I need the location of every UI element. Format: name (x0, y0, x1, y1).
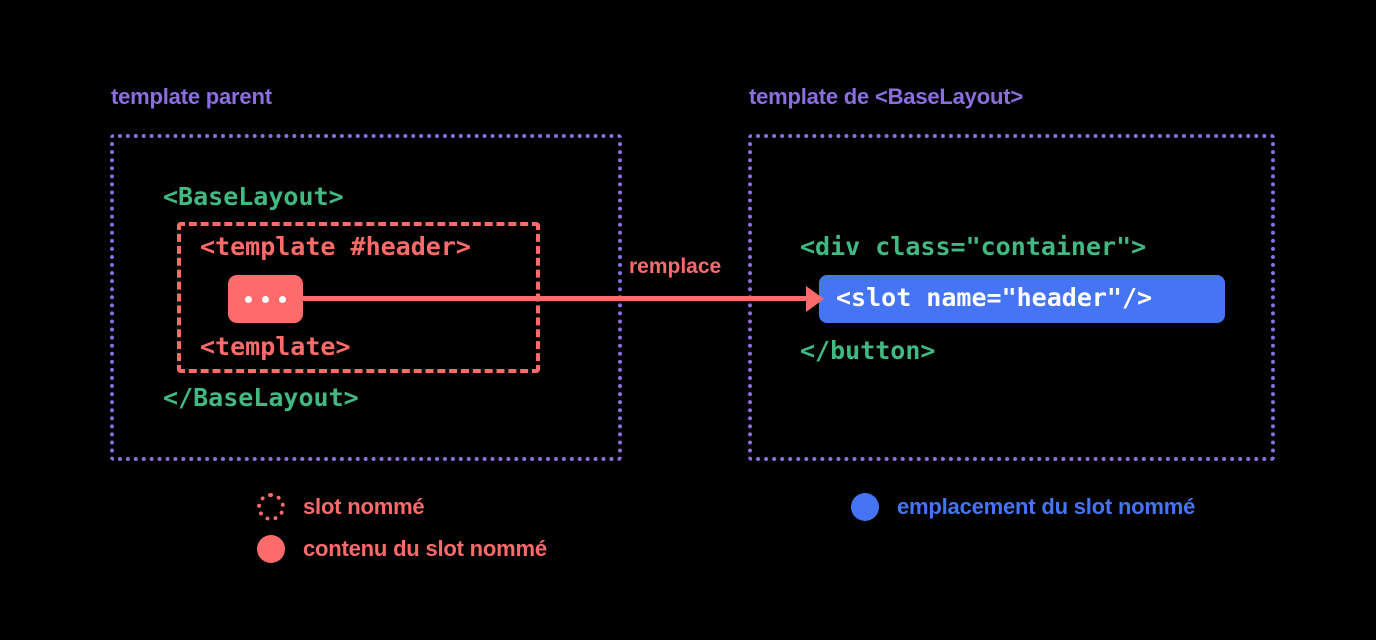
legend-item-named-slot-content: contenu du slot nommé (257, 535, 547, 563)
legend-label-slot-placement: emplacement du slot nommé (897, 494, 1196, 519)
legend-label-named-slot: slot nommé (303, 494, 425, 519)
code-div-container-tag: <div class="container"> (800, 232, 1147, 261)
ellipsis-dot-2 (262, 295, 269, 303)
legend-item-slot-placement: emplacement du slot nommé (851, 493, 1195, 521)
code-template-header-tag: <template #header> (200, 232, 471, 261)
legend-label-named-slot-content: contenu du slot nommé (303, 536, 547, 561)
code-button-close-tag: </button> (800, 336, 936, 365)
parent-template-title: template parent (111, 84, 272, 109)
dotted-circle-icon (257, 493, 285, 521)
code-baselayout-close-tag: </BaseLayout> (163, 383, 359, 412)
slot-placement-box (819, 275, 1225, 323)
filled-circle-icon (851, 493, 879, 521)
code-baselayout-open-tag: <BaseLayout> (163, 182, 344, 211)
replace-arrow-head-icon (806, 286, 824, 312)
legend-item-named-slot: slot nommé (257, 493, 425, 521)
code-template-close-tag: <template> (200, 332, 351, 361)
filled-circle-icon (257, 535, 285, 563)
code-slot-tag: <slot name="header"/> (836, 283, 1153, 312)
ellipsis-dot-1 (245, 295, 252, 303)
replace-arrow-line (302, 296, 810, 301)
ellipsis-dot-3 (279, 295, 286, 303)
named-slot-content-chip (228, 275, 303, 323)
replace-arrow-label: remplace (627, 255, 724, 279)
baselayout-template-title: template de <BaseLayout> (749, 84, 1023, 109)
